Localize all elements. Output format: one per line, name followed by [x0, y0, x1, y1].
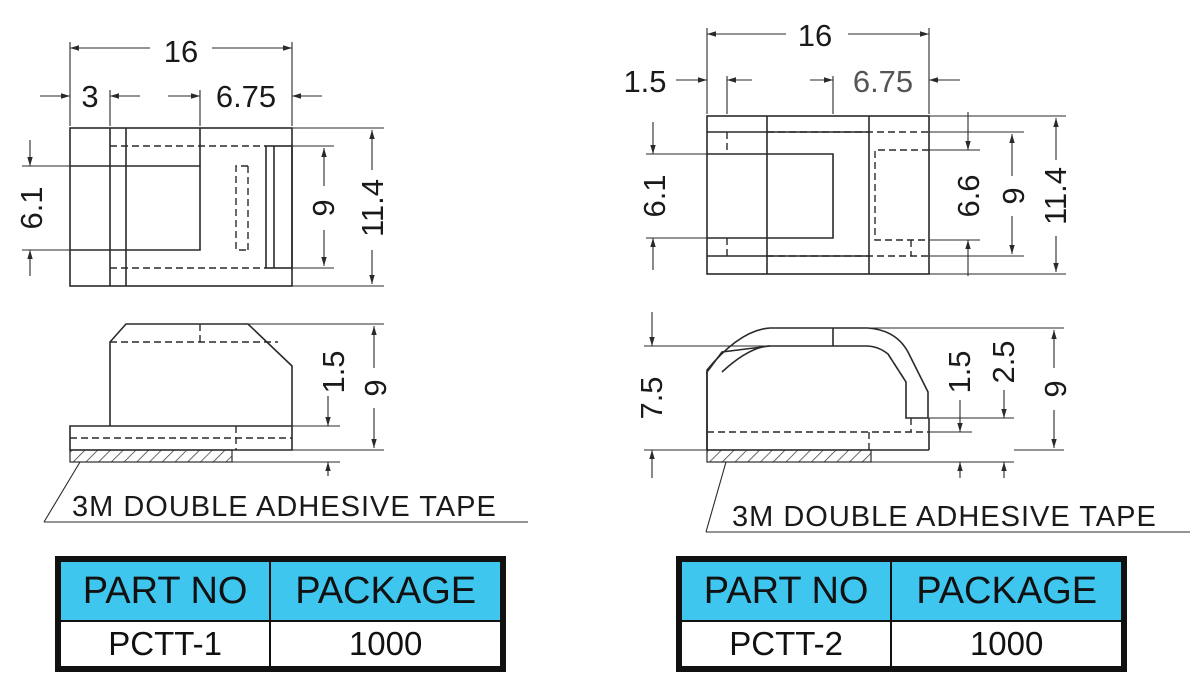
dim-step-height-2: 2.5: [986, 340, 1021, 383]
dim-left-width: 3: [81, 79, 98, 114]
adhesive-tape-right: [706, 449, 872, 463]
dim-right-width-2: 6.75: [853, 64, 913, 99]
header-package: PACKAGE: [890, 558, 1125, 622]
cell-part-no: PCTT-2: [677, 620, 893, 670]
right-side-dimensions: 7.5 1.5 2.5 9 3M DOUBLE ADHESIVE TAPE: [634, 312, 1190, 533]
cell-package: 1000: [890, 620, 1125, 670]
header-package: PACKAGE: [269, 558, 504, 622]
header-part-no: PART NO: [56, 558, 272, 622]
dim-slot-height: 9: [306, 199, 341, 216]
dim-inner-height-2: 6.1: [637, 174, 672, 217]
parts-table-right: PART NO PACKAGE PCTT-2 1000: [676, 556, 1127, 672]
dim-side-height: 9: [358, 379, 393, 396]
dim-right-width: 6.75: [216, 79, 276, 114]
left-side-view: [69, 323, 293, 463]
dim-overall-height: 11.4: [355, 179, 390, 237]
dim-tape-height-2: 1.5: [942, 350, 977, 393]
cell-part-no: PCTT-1: [56, 620, 272, 670]
dim-slot-height-2: 9: [996, 187, 1031, 204]
tape-note-right: 3M DOUBLE ADHESIVE TAPE: [732, 501, 1157, 533]
adhesive-tape-left: [69, 449, 233, 463]
dim-inner-height-2b: 6.6: [951, 174, 986, 217]
left-top-dimensions: 16 3 6.75 6.1 9 11.4: [14, 34, 390, 287]
header-part-no: PART NO: [677, 558, 893, 622]
dim-overall-width: 16: [164, 34, 198, 69]
dim-left-width-2: 1.5: [623, 64, 666, 99]
right-side-view: [706, 327, 930, 463]
right-top-dimensions: 16 1.5 6.75 6.1 6.6 9 11.4: [623, 18, 1073, 276]
tape-note-left: 3M DOUBLE ADHESIVE TAPE: [72, 491, 497, 523]
dim-tape-height: 1.5: [316, 350, 351, 393]
dim-inner-height: 6.1: [14, 186, 49, 229]
dim-side-height-2: 9: [1038, 380, 1073, 397]
left-top-view: [69, 127, 293, 287]
cell-package: 1000: [269, 620, 504, 670]
parts-table-left: PART NO PACKAGE PCTT-1 1000: [55, 556, 506, 672]
left-side-dimensions: 1.5 9 3M DOUBLE ADHESIVE TAPE: [43, 323, 528, 523]
dim-overall-width-2: 16: [798, 18, 832, 53]
right-top-view: [706, 115, 930, 275]
dim-side-height-left-2: 7.5: [634, 376, 669, 419]
dim-overall-height-2: 11.4: [1038, 167, 1073, 225]
